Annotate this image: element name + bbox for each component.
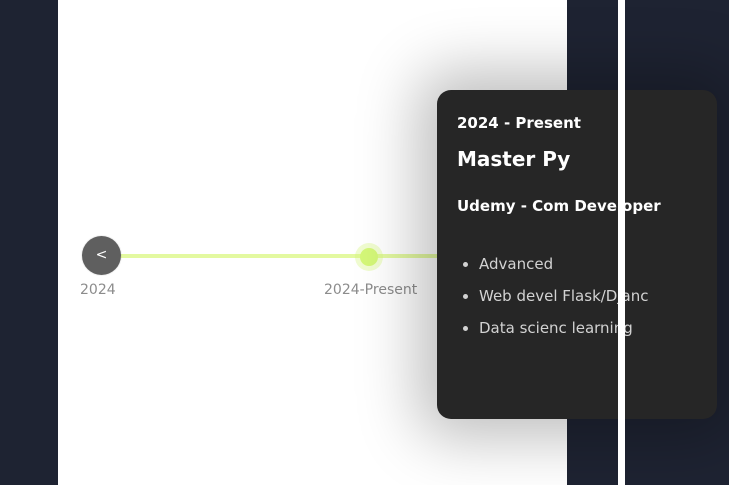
chevron-left-icon: < [95, 247, 108, 263]
card-date: 2024 - Present [457, 114, 581, 132]
timeline-track [98, 254, 528, 258]
card-bullet: Data scienc learning [479, 315, 729, 341]
card-title: Master Py [457, 147, 571, 171]
timeline-dot-active[interactable] [355, 243, 383, 271]
timeline-label-2024-present[interactable]: 2024-Present [324, 282, 418, 298]
timeline-panel: < 2024 2024-Present 2024 - Present Maste… [58, 0, 717, 485]
timeline-label-2024[interactable]: 2024 [80, 282, 116, 298]
card-bullet: Advanced [479, 251, 729, 277]
card-organization: Udemy - Com Developer [457, 197, 661, 215]
panel-edge [618, 0, 625, 485]
card-bullet-list: Advanced Web devel Flask/Djanc Data scie… [457, 251, 729, 347]
previous-button[interactable]: < [82, 236, 121, 275]
card-bullet: Web devel Flask/Djanc [479, 283, 729, 309]
experience-card: 2024 - Present Master Py Udemy - Com Dev… [437, 90, 717, 419]
timeline-dot-core [360, 248, 378, 266]
